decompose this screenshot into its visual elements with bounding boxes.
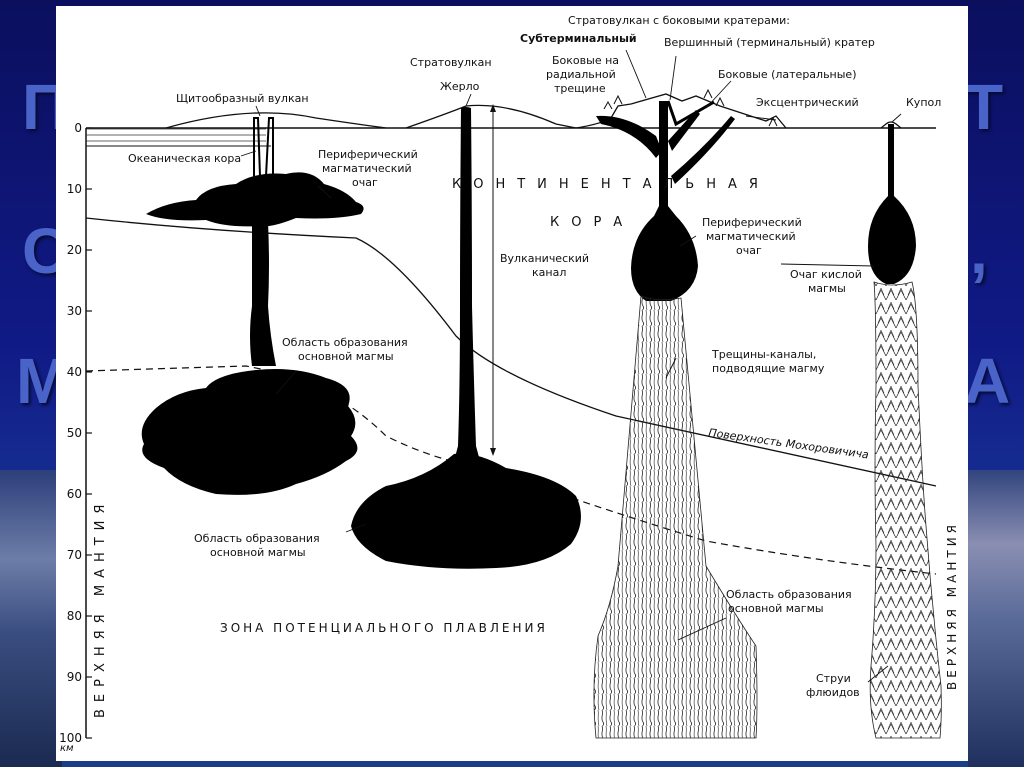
volcano-diagram: 0 10 20 30 40 50 60 70 80 90 100 км ВЕРХНЯЯ МАНТИЯ [59,14,959,754]
label-volcanic-channel-b: канал [532,266,566,279]
axis-tick-label: 10 [67,182,82,196]
label-strato-side-title: Стратовулкан с боковыми кратерами: [568,14,790,27]
axis-tick-label: 20 [67,243,82,257]
label-oceanic-crust: Океаническая кора [128,152,241,165]
slide-title-fragment-6: А [964,345,1012,417]
label-lateral: Боковые (латеральные) [718,68,857,81]
crater-markers [603,88,778,127]
leader-lines [240,49,902,683]
axis-tick-label: 50 [67,426,82,440]
label-basic-magma-1b: основной магмы [298,350,394,363]
label-dome: Купол [906,96,941,109]
label-acid-chamber-b: магмы [808,282,846,295]
label-vent: Жерло [440,80,480,93]
label-peripheral-chamber-2a: Периферический [702,216,802,229]
dome-magma-system [868,124,942,739]
label-peripheral-chamber-2c: очаг [736,244,762,257]
label-basic-magma-3b: основной магмы [728,602,824,615]
label-stratovolcano: Стратовулкан [410,56,492,69]
axis-tick-label: 100 [59,731,82,745]
label-peripheral-chamber-1a: Периферический [318,148,418,161]
slide-title-fragment-2: Т [964,71,1005,143]
axis-unit: км [60,743,74,754]
diagram-panel: 0 10 20 30 40 50 60 70 80 90 100 км ВЕРХНЯЯ МАНТИЯ [56,6,968,761]
oceanic-crust-layer [86,128,266,146]
channel-arrow [490,104,496,456]
label-fissure-channels-a: Трещины-каналы, [711,348,816,361]
label-radial-fissure-c: трещине [554,82,606,95]
label-subterminal: Субтерминальный [520,32,637,45]
label-upper-mantle-right: ВЕРХНЯЯ МАНТИЯ [945,521,959,690]
label-basic-magma-3a: Область образования [726,588,852,601]
label-fluid-jets-a: Струи [816,672,851,685]
label-fissure-channels-b: подводящие магму [712,362,825,375]
depth-axis: 0 10 20 30 40 50 60 70 80 90 100 км ВЕРХНЯЯ МАНТИЯ [59,121,108,754]
shield-magma-system [141,117,364,495]
label-peripheral-chamber-1b: магматический [322,162,412,175]
background-photo-left [0,470,62,767]
axis-tick-label: 40 [67,365,82,379]
label-summit-crater: Вершинный (терминальный) кратер [664,36,875,49]
label-acid-chamber-a: Очаг кислой [790,268,862,281]
axis-tick-label: 60 [67,487,82,501]
axis-tick-label: 30 [67,304,82,318]
label-moho: Поверхность Мохоровичича [708,426,870,461]
label-basic-magma-2b: основной магмы [210,546,306,559]
label-peripheral-chamber-2b: магматический [706,230,796,243]
label-basic-magma-2a: Область образования [194,532,320,545]
lateral-strato-system [593,100,758,739]
label-continental-crust-2: КОРА [550,215,634,230]
slide-title-fragment-4: , [970,215,989,287]
strato-magma-system [351,107,581,569]
shield-volcano-profile [165,112,387,129]
label-eccentric: Эксцентрический [756,96,859,109]
label-volcanic-channel-a: Вулканический [500,252,589,265]
label-radial-fissure-a: Боковые на [552,54,619,67]
axis-tick-label: 80 [67,609,82,623]
label-peripheral-chamber-1c: очаг [352,176,378,189]
axis-tick-label: 0 [74,121,82,135]
axis-upper-mantle-label: ВЕРХНЯЯ МАНТИЯ [93,498,108,718]
dome-profile [880,121,902,129]
stratovolcano-profile [405,104,577,129]
label-fluid-jets-b: флюидов [806,686,860,699]
label-radial-fissure-b: радиальной [546,68,616,81]
label-continental-crust-1: КОНТИНЕНТАЛЬНАЯ [452,177,770,192]
axis-tick-label: 90 [67,670,82,684]
background-photo-right [968,470,1024,767]
label-basic-magma-1a: Область образования [282,336,408,349]
axis-tick-label: 70 [67,548,82,562]
label-melting-zone: ЗОНА ПОТЕНЦИАЛЬНОГО ПЛАВЛЕНИЯ [220,621,548,635]
label-shield-volcano: Щитообразный вулкан [176,92,309,105]
